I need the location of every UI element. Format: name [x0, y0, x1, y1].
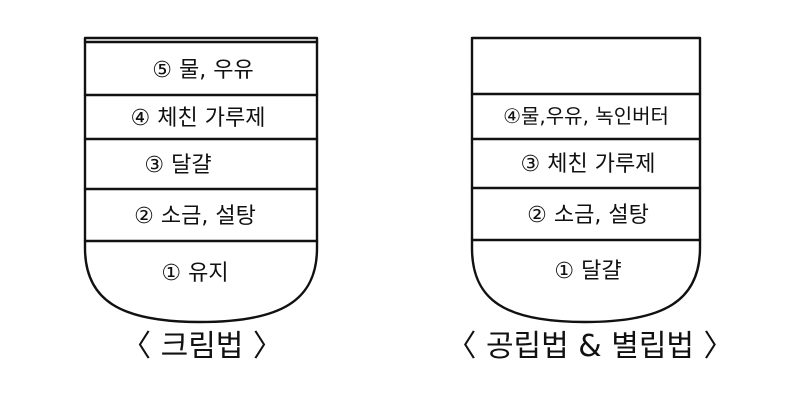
layer-label: ② 소금, 설탕 [134, 204, 256, 229]
layer-label: ② 소금, 설탕 [527, 203, 649, 228]
diagram-caption: 〈 크림법 〉 [121, 329, 283, 364]
diagram-caption: 〈 공립법 & 별립법 〉 [446, 329, 733, 364]
layer-label: ④물,우유, 녹인버터 [503, 104, 669, 128]
layer-label: ① 유지 [161, 261, 228, 286]
bowl-foam-method: ④물,우유, 녹인버터 ③ 체친 가루제 ② 소금, 설탕 ① 달걀 〈 공립법… [446, 36, 734, 364]
bowl-cream-method: ⑤ 물, 우유 ④ 체친 가루제 ③ 달걀 ② 소금, 설탕 ① 유지 〈 크림… [83, 36, 319, 364]
layer-label: ④ 체친 가루제 [131, 106, 266, 131]
layer-label: ③ 체친 가루제 [521, 152, 656, 177]
bowl-outline-left [83, 36, 319, 324]
layer-label: ③ 달걀 [144, 153, 211, 178]
bowl-outline-right [470, 36, 702, 324]
layer-label: ⑤ 물, 우유 [152, 58, 253, 83]
layer-label: ① 달걀 [554, 259, 621, 284]
